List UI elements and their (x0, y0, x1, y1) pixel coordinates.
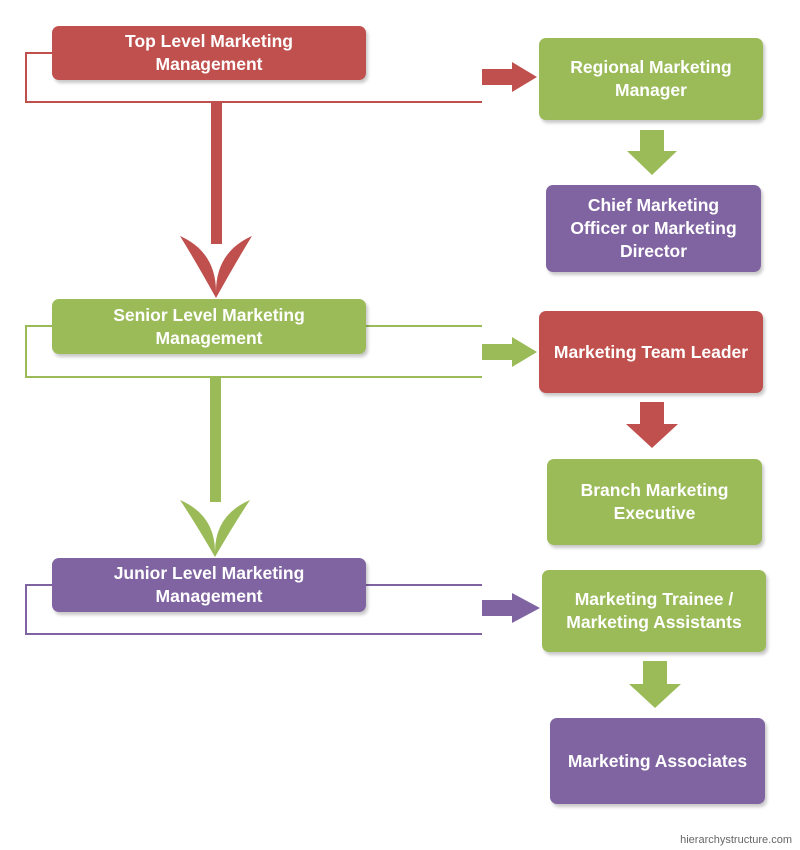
watermark-text: hierarchystructure.com (680, 834, 792, 846)
senior-level-bracket (25, 325, 482, 378)
node-regional-marketing-manager: Regional Marketing Manager (539, 38, 763, 120)
junior-level-bracket (25, 584, 482, 635)
node-junior-level: Junior Level Marketing Management (52, 558, 366, 612)
arrow-top-to-senior-shaft (211, 102, 222, 244)
node-marketing-associates: Marketing Associates (550, 718, 765, 804)
node-marketing-trainee: Marketing Trainee / Marketing Assistants (542, 570, 766, 652)
top-level-bracket (25, 52, 482, 103)
node-branch-marketing-executive: Branch Marketing Executive (547, 459, 762, 545)
arrow-top-to-senior-head (180, 236, 252, 298)
arrow-trainee-to-associates (629, 661, 681, 708)
node-senior-level: Senior Level Marketing Management (52, 299, 366, 354)
arrow-senior-to-team-leader (482, 337, 537, 367)
arrow-junior-to-trainee (482, 593, 540, 623)
arrow-senior-to-junior-head (180, 500, 250, 557)
arrow-top-to-regional (482, 62, 537, 92)
node-chief-marketing-officer: Chief Marketing Officer or Marketing Dir… (546, 185, 761, 272)
arrow-team-leader-to-branch (626, 402, 678, 448)
node-top-level: Top Level Marketing Management (52, 26, 366, 80)
arrow-senior-to-junior-shaft (210, 377, 221, 502)
node-marketing-team-leader: Marketing Team Leader (539, 311, 763, 393)
arrow-regional-to-chief (627, 130, 677, 175)
